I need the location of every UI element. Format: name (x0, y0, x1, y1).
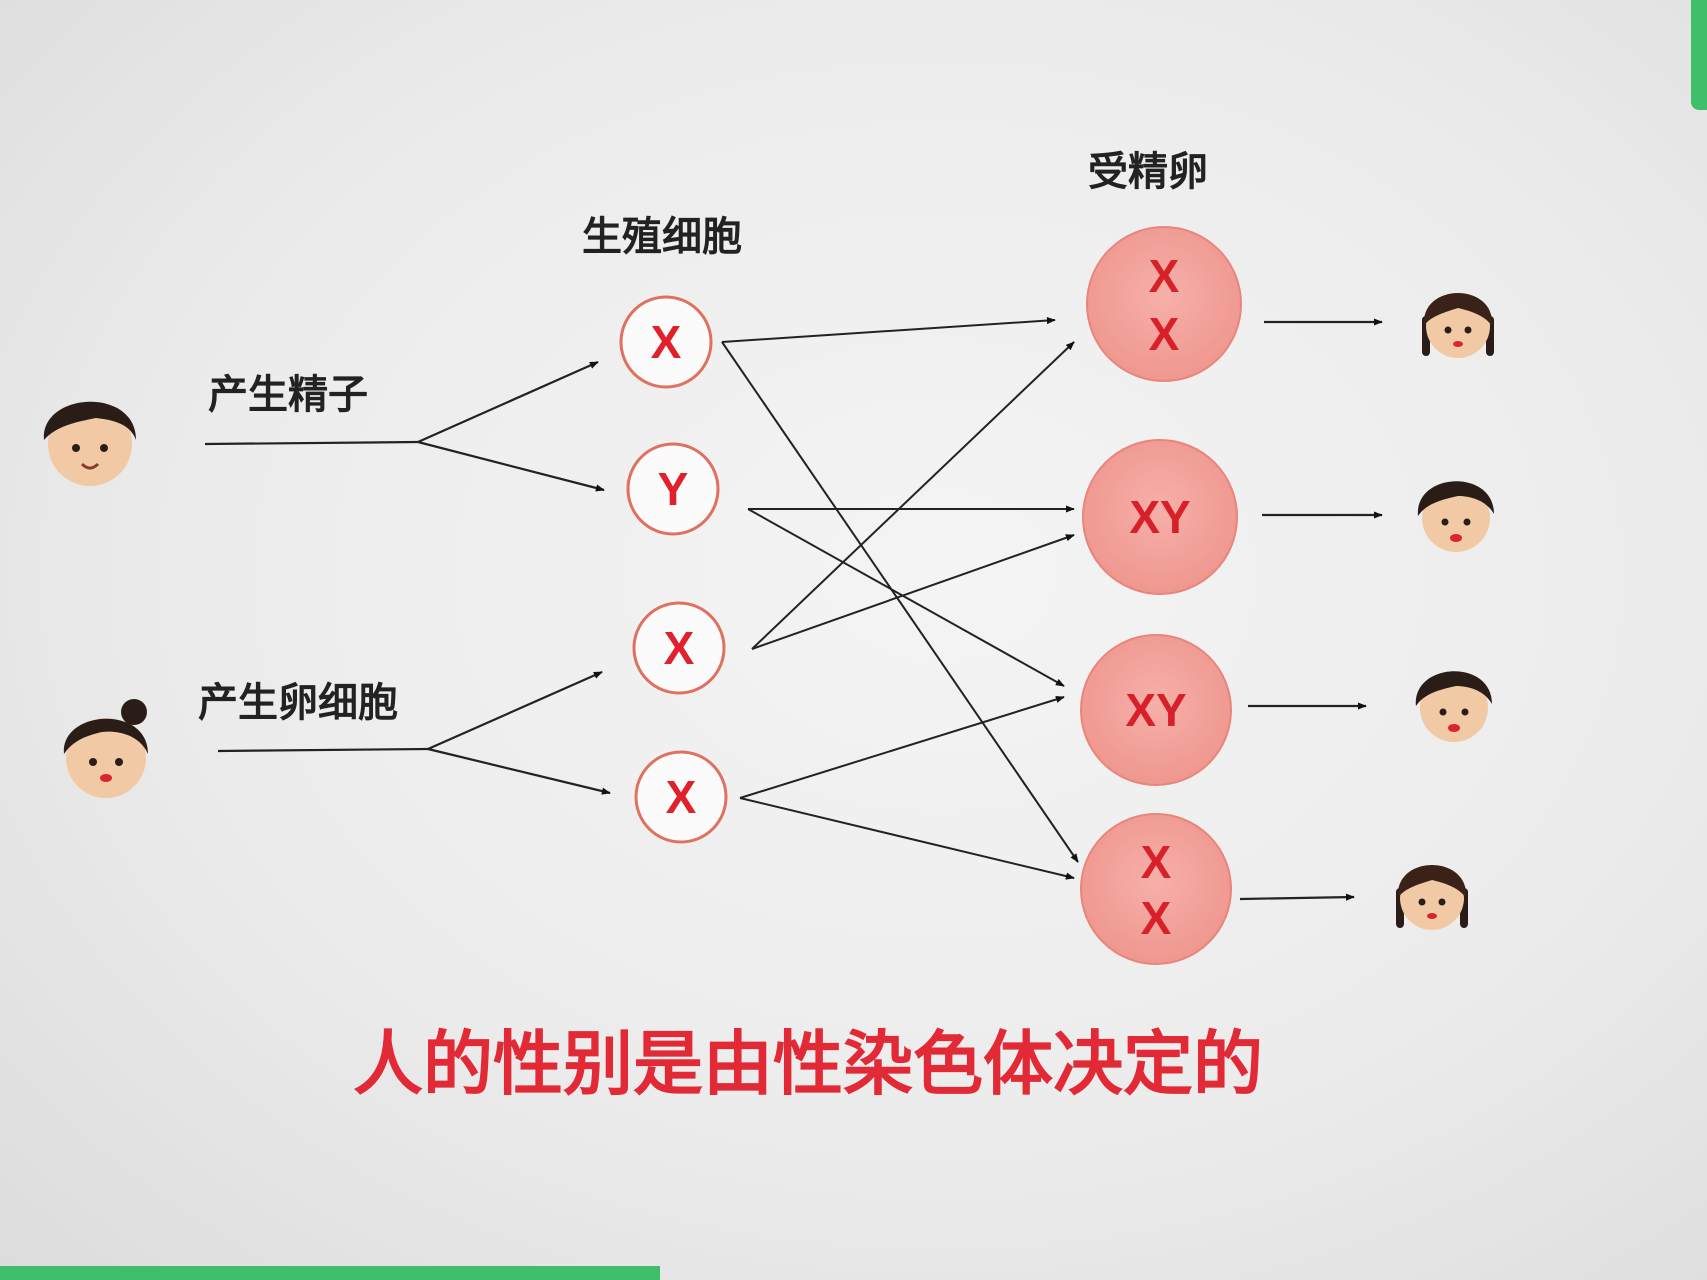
produce-egg-label: 产生卵细胞 (198, 679, 398, 726)
arrow-egg-x2-to-zygote-3 (739, 695, 1065, 799)
germ-cell-letter: X (664, 622, 695, 674)
germ-cell-letter: Y (658, 463, 689, 515)
arrow-sperm-x-to-zygote-1 (721, 316, 1056, 343)
zygote-letters: XY (1125, 684, 1186, 736)
germ-cells-header: 生殖细胞 (582, 213, 742, 260)
germ-cell-sperm-y: Y (626, 442, 720, 536)
arrow-egg-x1-to-zygote-1 (751, 341, 1075, 650)
girl-face-icon (63, 699, 148, 798)
mother-to-x2-arrow (427, 747, 611, 795)
father-to-y-arrow (417, 440, 605, 492)
boy-face-icon (43, 401, 136, 486)
arrow-egg-x2-to-zygote-4 (739, 797, 1075, 880)
boy-face-icon (1415, 671, 1492, 742)
outcome-arrow-4 (1239, 893, 1355, 901)
girl-face-icon (1396, 865, 1468, 930)
zygote-letter-bottom: X (1149, 308, 1180, 360)
zygote-letter-top: X (1141, 836, 1172, 888)
arrow-egg-x1-to-zygote-2 (751, 534, 1075, 650)
girl-face-icon (1422, 293, 1494, 358)
germ-cell-letter: X (666, 771, 697, 823)
zygote-xx-2: X X (1080, 813, 1232, 965)
boy-face-icon (1417, 481, 1494, 552)
father-to-x-arrow (417, 360, 599, 444)
zygote-xy-2: XY (1080, 634, 1232, 786)
germ-cell-egg-x1: X (632, 601, 726, 695)
arrow-sperm-x-to-zygote-4 (721, 341, 1079, 863)
germ-cell-sperm-x: X (619, 295, 713, 389)
germ-cell-egg-x2: X (634, 750, 728, 844)
zygote-xx-1: X X (1086, 226, 1242, 382)
zygote-letter-bottom: X (1141, 892, 1172, 944)
fertilization-arrows (721, 316, 1079, 880)
outcome-arrows (1239, 318, 1383, 901)
arrow-sperm-y-to-zygote-3 (747, 508, 1065, 687)
green-edge-right (1691, 0, 1707, 110)
germ-cell-letter: X (651, 316, 682, 368)
zygote-letters: XY (1129, 491, 1190, 543)
parent-branches (204, 360, 611, 795)
produce-sperm-label: 产生精子 (208, 371, 368, 418)
mother-to-x1-arrow (427, 670, 603, 751)
zygote-xy-1: XY (1082, 439, 1238, 595)
caption-text: 人的性别是由性染色体决定的 (353, 1023, 1263, 1105)
zygote-letter-top: X (1149, 250, 1180, 302)
father-stem-line (204, 440, 419, 446)
fertilized-eggs-header: 受精卵 (1088, 148, 1208, 195)
mother-stem-line (217, 747, 429, 753)
green-edge-bottom (0, 1266, 660, 1280)
